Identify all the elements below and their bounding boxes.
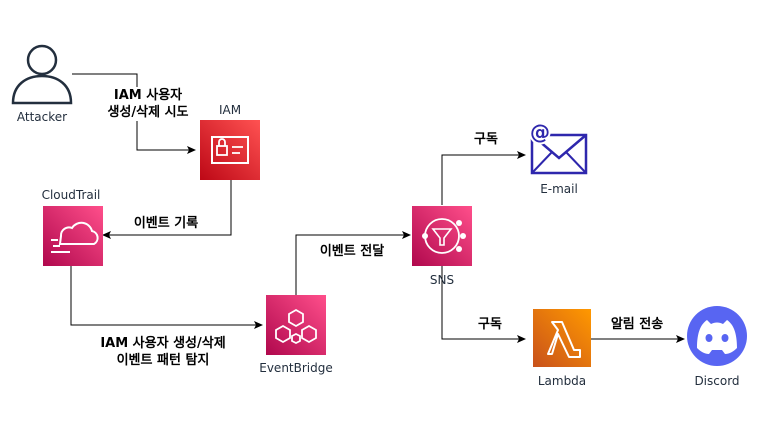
edge-sns-email xyxy=(441,151,526,205)
edge-label-cloudtrail-eventbridge: IAM 사용자 생성/삭제 이벤트 패턴 탐지 xyxy=(100,335,226,369)
lambda-label: Lambda xyxy=(537,374,587,388)
edge-label-lambda-discord: 알림 전송 xyxy=(610,316,664,333)
edge-cloudtrail-eventbridge xyxy=(70,266,263,329)
edge-label-eventbridge-sns: 이벤트 전달 xyxy=(319,243,385,260)
discord-label: Discord xyxy=(694,374,740,388)
attacker-label: Attacker xyxy=(16,110,68,124)
user-icon xyxy=(11,44,73,105)
edge-eventbridge-sns xyxy=(295,231,411,295)
edge-label-sns-lambda: 구독 xyxy=(478,316,502,333)
iam-icon xyxy=(200,120,260,180)
lambda-icon xyxy=(533,309,591,367)
edge-sns-lambda xyxy=(441,266,526,343)
iam-label: IAM xyxy=(218,103,242,117)
email-icon: @ xyxy=(528,118,588,175)
sns-icon xyxy=(412,206,472,266)
edge-label-sns-email: 구독 xyxy=(474,131,498,148)
edge-label-iam-cloudtrail: 이벤트 기록 xyxy=(133,215,199,232)
discord-icon xyxy=(687,306,747,366)
edge-label-attacker-iam: IAM 사용자 생성/삭제 시도 xyxy=(107,87,189,121)
svg-text:@: @ xyxy=(530,120,550,144)
sns-label: SNS xyxy=(429,273,455,287)
eventbridge-label: EventBridge xyxy=(259,361,333,375)
eventbridge-icon xyxy=(266,295,326,355)
email-label: E-mail xyxy=(540,182,578,196)
edge-iam-cloudtrail xyxy=(102,180,232,239)
cloudtrail-label: CloudTrail xyxy=(41,188,101,202)
cloudtrail-icon xyxy=(43,206,103,266)
